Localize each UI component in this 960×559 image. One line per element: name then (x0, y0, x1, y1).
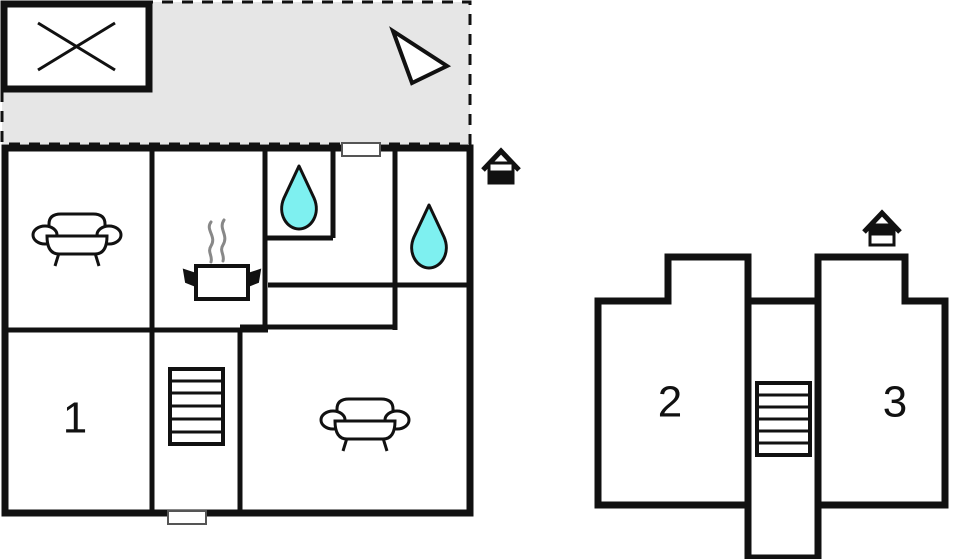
sofa-backrest-upper (47, 212, 107, 238)
sofa-seat-lower (333, 419, 397, 441)
sofa-icon-lower (319, 397, 411, 452)
stairs-icon-left (168, 367, 225, 446)
door-top-opening (341, 142, 381, 157)
water-drop-icon-large-bath (410, 203, 448, 270)
north-arrow-triangle (389, 26, 452, 86)
room-number-2: 2 (658, 378, 682, 427)
water-drop-shape-b (410, 203, 448, 270)
building-left-doors (167, 142, 381, 525)
entrance-base-right (868, 232, 896, 247)
pot-handle-left (182, 268, 197, 288)
room-number-3: 3 (883, 378, 907, 427)
door-bottom-opening (167, 510, 207, 525)
pot-handle-right (247, 268, 262, 288)
steam-line-left (207, 220, 215, 264)
sofa-leg-right-lower (381, 437, 389, 452)
sofa-seat-upper (45, 234, 109, 256)
entrance-house-icon-left (481, 147, 521, 185)
crossed-box-icon (0, 0, 153, 93)
sofa-backrest-lower (335, 397, 395, 423)
entrance-house-icon-right (862, 209, 902, 247)
building-left-internal-walls (5, 148, 470, 513)
building-right-wing-2 (594, 253, 752, 509)
water-drop-shape-a (280, 164, 318, 231)
crossed-box-line-b (37, 21, 116, 72)
building-right-wing-3 (814, 253, 949, 509)
sofa-icon-upper (31, 212, 123, 267)
entrance-base-left (487, 170, 515, 185)
pot-body (194, 264, 250, 301)
sofa-leg-left-upper (53, 252, 61, 267)
cooking-pot-icon (182, 218, 262, 301)
room-number-1: 1 (63, 394, 87, 443)
sofa-leg-right-upper (93, 252, 101, 267)
steam-line-right (220, 218, 227, 263)
sofa-leg-left-lower (341, 437, 349, 452)
north-arrow-icon (389, 26, 452, 86)
water-drop-icon-small-bath (280, 164, 318, 231)
stairs-icon-right (755, 381, 812, 457)
